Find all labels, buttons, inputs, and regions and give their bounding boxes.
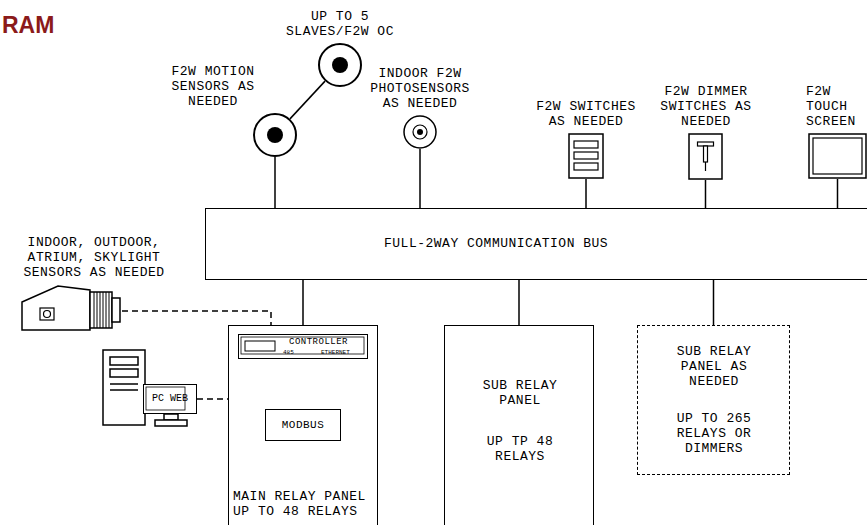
touch-screen: F2W TOUCH SCREEN	[808, 133, 867, 179]
sensor-lens	[44, 311, 51, 318]
node-label: INDOOR F2W PHOTOSENSORS AS NEEDED	[360, 66, 480, 111]
sensor-body	[319, 44, 361, 86]
communication-bus: FULL-2WAY COMMUNICATION BUS	[205, 208, 867, 280]
photosensor: INDOOR F2W PHOTOSENSORS AS NEEDED	[403, 115, 437, 149]
slave-sensor: UP TO 5 SLAVES/F2W OC	[318, 43, 362, 87]
bus-wire	[274, 157, 276, 208]
bus-wire	[290, 81, 325, 119]
daylight-sensor: INDOOR, OUTDOOR, ATRIUM, SKYLIGHT SENSOR…	[20, 284, 122, 334]
bus-wire	[713, 280, 715, 325]
screen-glass	[813, 138, 862, 174]
monitor-neck	[164, 414, 178, 420]
sensor-body	[404, 116, 436, 148]
node-label: F2W MOTION SENSORS AS NEEDED	[163, 64, 263, 109]
node-label: F2W TOUCH SCREEN	[806, 84, 864, 129]
box-text: UP TP 48 RELAYS	[465, 434, 575, 464]
bus-wire	[837, 179, 839, 208]
node-label: INDOOR, OUTDOOR, ATRIUM, SKYLIGHT SENSOR…	[16, 235, 172, 280]
drive-bay	[110, 357, 138, 365]
sensor-lens	[332, 57, 348, 73]
switch-button	[574, 163, 598, 170]
sensor-ring	[413, 125, 427, 139]
switch-plate-outline	[568, 133, 604, 179]
controller-display	[245, 341, 275, 351]
drive-slot	[110, 389, 138, 391]
dimmer-handle	[698, 142, 714, 146]
pc-monitor: PC WEB	[143, 384, 197, 414]
barrel-thread	[94, 292, 95, 328]
sensor-window	[40, 308, 54, 320]
modbus-box: MODBUS	[265, 409, 341, 441]
touch-screen-outline	[808, 133, 867, 179]
sensor-barrel	[90, 292, 112, 328]
photosensor-outline	[403, 115, 437, 149]
switch-button	[574, 152, 598, 159]
motion-sensor: F2W MOTION SENSORS AS NEEDED	[253, 113, 297, 157]
sensor-cap	[112, 298, 120, 322]
box-text: MODBUS	[266, 418, 340, 432]
box-text: FULL-2WAY COMMUNICATION BUS	[384, 236, 684, 251]
sensor-lens	[417, 129, 423, 135]
bus-wire	[419, 149, 421, 208]
switch-plate	[569, 134, 603, 178]
bus-wire	[518, 280, 520, 325]
dimmer-plate-outline	[688, 133, 723, 180]
relay-panel-optional: SUB RELAY PANEL AS NEEDED UP TO 265 RELAY…	[637, 325, 790, 475]
screen-frame	[809, 134, 866, 178]
bus-wire	[302, 280, 304, 325]
pc-tower	[103, 350, 145, 425]
dimmer-stem	[704, 146, 708, 162]
box-text: 485	[283, 349, 303, 356]
box-text: PC WEB	[144, 392, 196, 405]
monitor-base	[155, 420, 187, 426]
box-text: SUB RELAY PANEL AS NEEDED	[659, 344, 769, 389]
barrel-thread	[106, 292, 107, 328]
node-label: UP TO 5 SLAVES/F2W OC	[278, 9, 402, 39]
node-label: F2W DIMMER SWITCHES AS NEEDED	[658, 84, 754, 129]
relay-panel: CONTROLLER 485 ETHERNET MODBUS MAIN RELAY PA…	[228, 325, 378, 525]
motion-sensor-outline	[253, 113, 297, 157]
dimmer-plate	[689, 134, 722, 179]
bus-wire	[705, 180, 707, 208]
switch-button	[574, 141, 598, 148]
box-text: SUB RELAY PANEL	[465, 378, 575, 408]
controller-box: CONTROLLER 485 ETHERNET	[238, 334, 368, 359]
pc-tower-case	[103, 350, 145, 425]
sensor-lens	[267, 127, 283, 143]
monitor-stand	[155, 414, 187, 426]
barrel-thread	[109, 292, 110, 328]
node-label: F2W SWITCHES AS NEEDED	[526, 99, 646, 129]
dimmer-plate: F2W DIMMER SWITCHES AS NEEDED	[688, 133, 723, 180]
sensor-housing	[22, 286, 90, 330]
box-text: UP TO 265 RELAYS OR DIMMERS	[659, 411, 769, 456]
drive-slot	[110, 383, 138, 385]
barrel-thread	[97, 292, 98, 328]
box-text: ETHERNET	[321, 349, 365, 356]
box-text: CONTROLLER	[289, 337, 365, 347]
page-title: RAM	[2, 12, 54, 39]
drive-bay	[110, 369, 138, 377]
bus-wire	[585, 179, 587, 208]
relay-panel: SUB RELAY PANEL UP TP 48 RELAYS	[444, 325, 594, 525]
slave-sensor-outline	[318, 43, 362, 87]
box-text: MAIN RELAY PANEL UP TO 48 RELAYS	[233, 489, 375, 519]
barrel-thread	[100, 292, 101, 328]
daylight-sensor-outline	[20, 284, 122, 334]
sensor-body	[254, 114, 296, 156]
switch-plate: F2W SWITCHES AS NEEDED	[568, 133, 604, 179]
barrel-thread	[103, 292, 104, 328]
